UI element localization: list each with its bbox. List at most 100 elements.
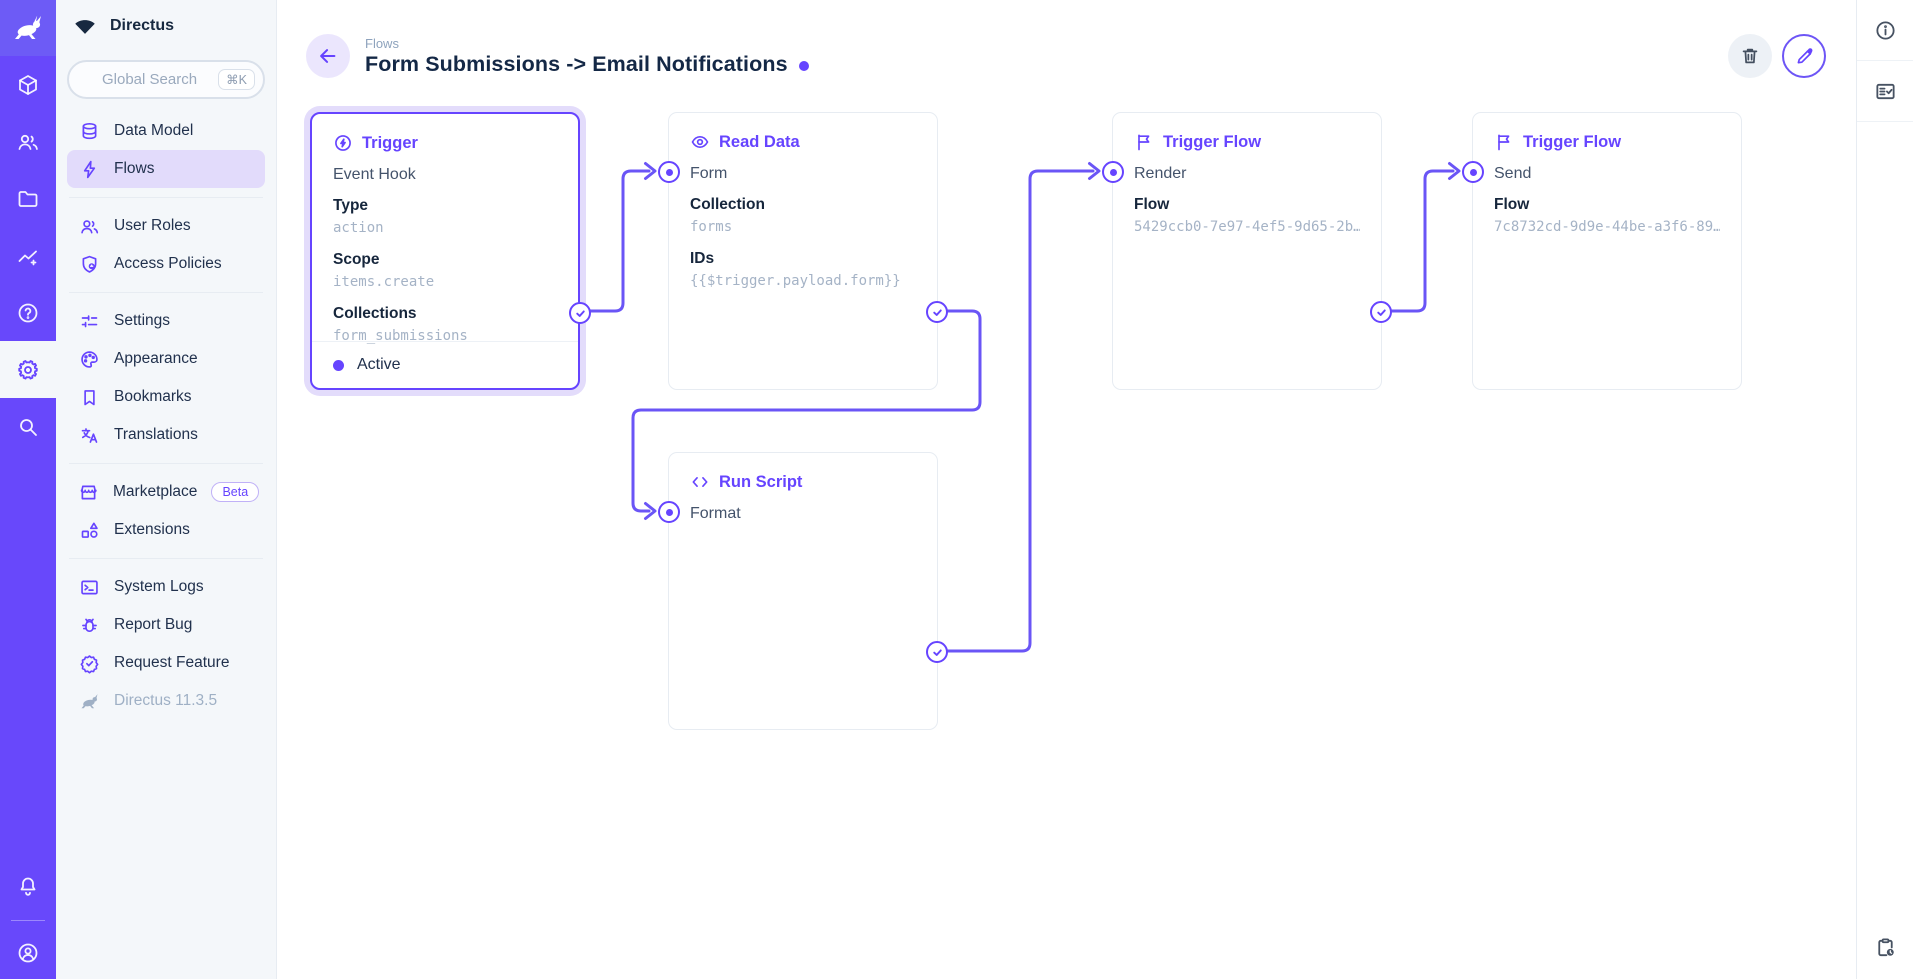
people-icon bbox=[78, 215, 100, 237]
sidebar-item-appearance[interactable]: Appearance bbox=[67, 340, 265, 378]
tune-icon bbox=[78, 310, 100, 332]
notifications-button[interactable] bbox=[0, 857, 56, 914]
trash-icon bbox=[1742, 48, 1758, 64]
sidebar-item-label: Settings bbox=[114, 312, 171, 329]
shield-lock-icon bbox=[78, 253, 100, 275]
field-value: form_submissions bbox=[333, 328, 468, 344]
module-users[interactable] bbox=[0, 113, 56, 170]
module-insights[interactable] bbox=[0, 227, 56, 284]
panel-operation-name: Render bbox=[1134, 165, 1187, 182]
sidebar-item-label: Appearance bbox=[114, 350, 198, 367]
bookmark-icon bbox=[78, 386, 100, 408]
sidebar-item-request-feature[interactable]: Request Feature bbox=[67, 644, 265, 682]
translate-icon bbox=[78, 424, 100, 446]
field-value: items.create bbox=[333, 274, 435, 290]
input-anchor[interactable] bbox=[1102, 161, 1124, 183]
sidebar-item-label: Report Bug bbox=[114, 616, 193, 633]
panel-header: Trigger Flow bbox=[1494, 132, 1720, 152]
flow-panel-read-data[interactable]: Read Data Form Collection forms IDs {{$t… bbox=[658, 112, 948, 390]
bug-icon bbox=[78, 614, 100, 636]
sidebar-item-label: Marketplace bbox=[113, 483, 198, 500]
sidebar-item-report-bug[interactable]: Report Bug bbox=[67, 606, 265, 644]
field-value: action bbox=[333, 220, 384, 236]
box-icon bbox=[19, 74, 37, 95]
avatar-icon bbox=[18, 943, 38, 963]
sidebar-item-extensions[interactable]: Extensions bbox=[67, 511, 265, 549]
folder-icon bbox=[18, 190, 38, 207]
resolve-anchor[interactable] bbox=[926, 641, 948, 663]
sidebar-item-system-logs[interactable]: System Logs bbox=[67, 568, 265, 606]
flow-panel-trigger[interactable]: Trigger Event Hook Type action Scope ite… bbox=[310, 112, 591, 390]
directus-rabbit-icon bbox=[78, 690, 100, 712]
bolt-icon bbox=[78, 158, 100, 180]
flow-panel-run-script[interactable]: Run Script Format bbox=[658, 452, 948, 730]
global-search-input[interactable]: Global Search ⌘K bbox=[67, 60, 265, 99]
flow-panel-trigger-flow-send[interactable]: Trigger Flow Send Flow 7c8732cd-9d9e-44b… bbox=[1462, 112, 1742, 390]
sidebar-item-user-roles[interactable]: User Roles bbox=[67, 207, 265, 245]
database-icon bbox=[78, 120, 100, 142]
sidebar-item-settings[interactable]: Settings bbox=[67, 302, 265, 340]
module-docs[interactable] bbox=[0, 284, 56, 341]
badge-check-icon bbox=[78, 652, 100, 674]
field-value: 5429ccb0-7e97-4ef5-9d65-2b… bbox=[1134, 219, 1360, 235]
sidebar-item-access-policies[interactable]: Access Policies bbox=[67, 245, 265, 283]
navigation-sidebar: Directus Global Search ⌘K Data Model Flo… bbox=[56, 0, 277, 979]
search-icon bbox=[20, 418, 37, 436]
panel-header: Trigger bbox=[333, 133, 557, 153]
field-label: Flow bbox=[1134, 196, 1170, 213]
panel-operation-name: Form bbox=[690, 165, 728, 182]
sidebar-item-data-model[interactable]: Data Model bbox=[67, 112, 265, 150]
check-icon bbox=[1376, 308, 1386, 316]
arrow-left-icon bbox=[320, 49, 336, 63]
panel-header: Read Data bbox=[690, 132, 916, 152]
input-anchor[interactable] bbox=[1462, 161, 1484, 183]
module-content[interactable] bbox=[0, 56, 56, 113]
sidebar-item-bookmarks[interactable]: Bookmarks bbox=[67, 378, 265, 416]
directus-logo-button[interactable] bbox=[0, 0, 56, 56]
sidebar-info-button[interactable] bbox=[1857, 0, 1913, 61]
sidebar-divider bbox=[69, 292, 263, 293]
sidebar-version: Directus 11.3.5 bbox=[67, 682, 265, 720]
help-circle-icon bbox=[18, 303, 38, 322]
edit-button[interactable] bbox=[1782, 34, 1826, 78]
storefront-icon bbox=[78, 481, 99, 503]
version-label: Directus 11.3.5 bbox=[114, 692, 218, 709]
module-files[interactable] bbox=[0, 170, 56, 227]
resolve-anchor[interactable] bbox=[926, 301, 948, 323]
resolve-anchor[interactable] bbox=[569, 302, 591, 324]
module-settings[interactable] bbox=[0, 341, 56, 398]
sidebar-item-label: Data Model bbox=[114, 122, 194, 139]
shapes-icon bbox=[78, 519, 100, 541]
sidebar-item-label: User Roles bbox=[114, 217, 191, 234]
sidebar-divider bbox=[69, 463, 263, 464]
anchor-dot bbox=[1469, 168, 1477, 176]
right-sidebar bbox=[1856, 0, 1913, 979]
sidebar-item-marketplace[interactable]: Marketplace Beta bbox=[67, 473, 265, 511]
activity-log-button[interactable] bbox=[1857, 915, 1913, 979]
people-icon bbox=[18, 134, 38, 150]
bolt-circle-icon bbox=[335, 135, 351, 151]
project-header[interactable]: Directus bbox=[56, 0, 276, 52]
check-icon bbox=[575, 309, 585, 317]
terminal-icon bbox=[78, 576, 100, 598]
panel-status[interactable]: Active bbox=[312, 341, 578, 388]
sidebar-divider bbox=[69, 197, 263, 198]
anchor-dot bbox=[665, 508, 673, 516]
delete-button[interactable] bbox=[1728, 34, 1772, 78]
input-anchor[interactable] bbox=[658, 501, 680, 523]
sidebar-item-translations[interactable]: Translations bbox=[67, 416, 265, 454]
account-button[interactable] bbox=[0, 927, 56, 979]
flow-canvas[interactable]: Trigger Event Hook Type action Scope ite… bbox=[277, 0, 1856, 979]
back-button[interactable] bbox=[306, 34, 350, 78]
sidebar-item-flows[interactable]: Flows bbox=[67, 150, 265, 188]
field-label: Collections bbox=[333, 305, 417, 322]
panel-header: Trigger Flow bbox=[1134, 132, 1360, 152]
breadcrumb[interactable]: Flows bbox=[365, 35, 399, 51]
module-search[interactable] bbox=[0, 398, 56, 455]
input-anchor[interactable] bbox=[658, 161, 680, 183]
gear-icon bbox=[18, 359, 38, 379]
palette-icon bbox=[78, 348, 100, 370]
sidebar-flow-checklist-button[interactable] bbox=[1857, 61, 1913, 122]
resolve-anchor[interactable] bbox=[1370, 301, 1392, 323]
flow-panel-trigger-flow-render[interactable]: Trigger Flow Render Flow 5429ccb0-7e97-4… bbox=[1102, 112, 1392, 390]
